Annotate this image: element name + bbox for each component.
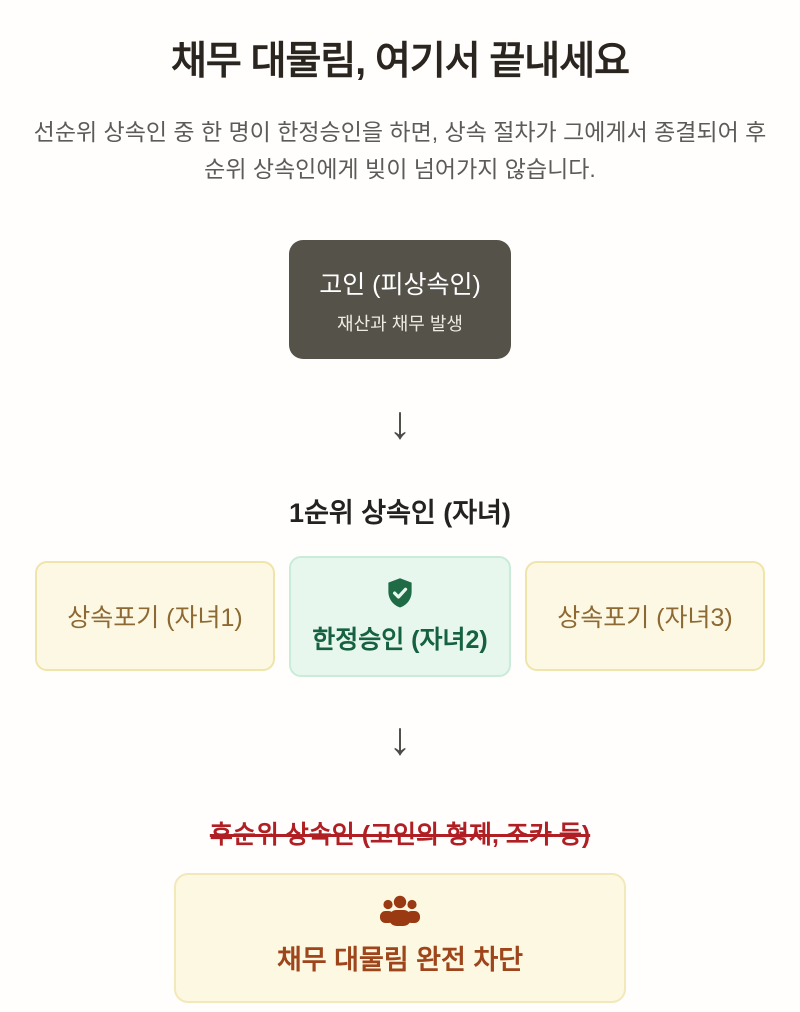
child-node-label: 한정승인 (자녀2) — [312, 626, 488, 655]
result-label: 채무 대물림 완전 차단 — [276, 944, 524, 975]
child-node-label: 상속포기 (자녀3) — [557, 604, 733, 633]
people-icon — [378, 894, 422, 928]
down-arrow-icon: ↓ — [388, 711, 412, 764]
deceased-node-subtitle: 재산과 채무 발생 — [337, 313, 463, 334]
child-node-label: 상속포기 (자녀1) — [67, 604, 243, 633]
children-row: 상속포기 (자녀1) 한정승인 (자녀2) 상속포기 (자녀3) — [35, 555, 765, 677]
child-node-renounce-3: 상속포기 (자녀3) — [525, 561, 765, 672]
deceased-node: 고인 (피상속인) 재산과 채무 발생 — [289, 239, 511, 359]
deceased-node-title: 고인 (피상속인) — [319, 270, 481, 299]
shield-check-icon — [383, 576, 417, 610]
down-arrow-icon: ↓ — [388, 395, 412, 448]
blocked-heirs-label: 후순위 상속인 (고인의 형제, 조카 등) — [209, 820, 591, 849]
page-title: 채무 대물림, 여기서 끝내세요 — [171, 40, 630, 83]
first-rank-heading: 1순위 상속인 (자녀) — [289, 497, 511, 528]
child-node-renounce-1: 상속포기 (자녀1) — [35, 561, 275, 672]
page-subtitle: 선순위 상속인 중 한 명이 한정승인을 하면, 상속 절차가 그에게서 종결되… — [33, 119, 767, 182]
child-node-limited-acceptance: 한정승인 (자녀2) — [289, 555, 511, 677]
result-node: 채무 대물림 완전 차단 — [174, 872, 626, 1003]
